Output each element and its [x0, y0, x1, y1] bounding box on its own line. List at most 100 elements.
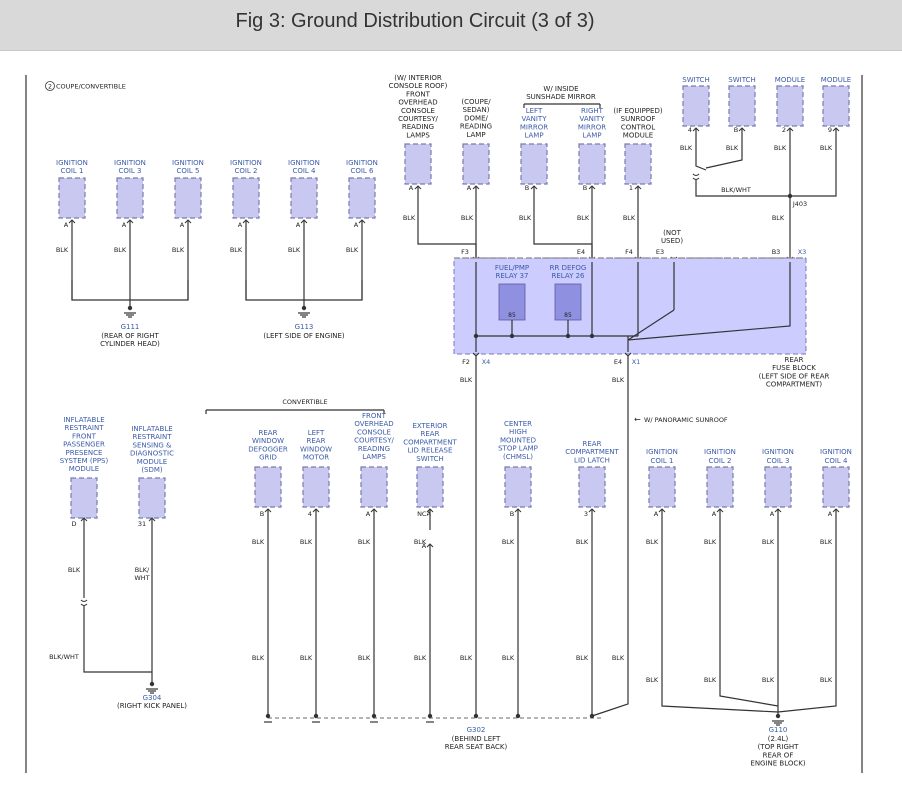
terminal-label: F2 [462, 358, 470, 366]
ground-g110-desc: REAR OF [763, 751, 794, 759]
wire-module-2 [790, 128, 837, 197]
top-component-1 [404, 143, 432, 185]
pin-label: A [828, 510, 833, 518]
bottom-component-label: FRONT [362, 412, 387, 420]
ground-g113-name: G113 [295, 323, 314, 331]
ground-g110-name: G110 [769, 726, 788, 734]
fuse-block-name: FUSE BLOCK [772, 364, 816, 372]
panoramic-label: W/ PANORAMIC SUNROOF [644, 416, 728, 424]
ground-g302-name: G302 [467, 726, 486, 734]
ignition-coil-label: COIL 3 [766, 457, 789, 465]
ground-g111-name: G111 [121, 323, 140, 331]
wire-color-label: BLK [172, 246, 185, 254]
fuse-internal-wire [627, 262, 791, 341]
terminal-label: E4 [614, 358, 622, 366]
not-used-label: USED) [661, 237, 683, 245]
junction-label: J403 [792, 200, 807, 208]
wire-color-label: BLK/ [135, 566, 150, 574]
ground-g304-name: G304 [143, 694, 162, 702]
component-label: VANITY [580, 115, 606, 123]
pin-label: A [770, 510, 775, 518]
component-label: FRONT [406, 90, 431, 98]
legend-marker-number: 2 [48, 84, 52, 91]
g304-ground-dot [149, 681, 155, 687]
bottom-component-label: EXTERIOR [412, 422, 447, 430]
wire-color-label: BLK/WHT [49, 653, 79, 661]
right-top-label: SWITCH [682, 76, 709, 84]
wire-color-label: BLK [820, 538, 833, 546]
wire-color-label: BLK [502, 538, 515, 546]
g113-ground-dot [301, 305, 307, 311]
wire-color-label: BLK [346, 246, 359, 254]
restraint-module-1 [70, 477, 98, 519]
ignition-coil-label: IGNITION [646, 448, 678, 456]
fuse-internal-wire [627, 309, 675, 341]
fuse-block-name: REAR [785, 356, 804, 364]
fuse-block-name: (LEFT SIDE OF REAR [759, 372, 830, 380]
bottom-component-label: OVERHEAD [354, 420, 393, 428]
bottom-component-label: CENTER [504, 420, 532, 428]
not-used-label: (NOT [663, 229, 681, 237]
ground-g110-desc: (2.4L) [768, 735, 789, 743]
pin-label: A [409, 184, 414, 192]
ignition-coil-label: COIL 3 [118, 167, 141, 175]
bottom-ignition-coil-2 [706, 466, 734, 508]
module-label: INFLATABLE [131, 425, 172, 433]
pin-label: 31 [138, 520, 146, 528]
g302-splice [589, 713, 595, 719]
ignition-coil-label: COIL 6 [350, 167, 374, 175]
component-label: LAMP [582, 132, 601, 140]
ignition-coil-label: COIL 2 [234, 167, 257, 175]
wire-coil2-g110 [719, 509, 779, 707]
connector-label: X4 [482, 358, 491, 366]
component-label: CONTROL [621, 123, 655, 131]
ground-g111-desc: CYLINDER HEAD) [100, 340, 160, 348]
wire-coil4-g110 [777, 509, 837, 713]
right-top-inline [692, 173, 700, 176]
wire-color-label: BLK [704, 538, 717, 546]
bottom-ignition-coil-3 [764, 466, 792, 508]
wire-color-label: BLK [403, 214, 416, 222]
ignition-coil-label: IGNITION [114, 159, 146, 167]
wire-color-label: BLK [300, 654, 313, 662]
ignition-coil-3 [174, 177, 202, 219]
component-label: SEDAN) [463, 106, 490, 114]
bottom-component-label: HIGH [509, 428, 527, 436]
bottom-component-label: WINDOW [252, 437, 284, 445]
wire-color-label: BLK [646, 538, 659, 546]
top-component-2 [462, 143, 490, 185]
wire-color-label: BLK [762, 676, 775, 684]
wire-switch-2 [705, 128, 743, 169]
ground-g113-desc: (LEFT SIDE OF ENGINE) [263, 332, 345, 340]
right-top-component-3 [776, 85, 804, 127]
ground-g302-desc: REAR SEAT BACK) [445, 743, 508, 751]
wire-color-label: BLK [114, 246, 127, 254]
component-label: (IF EQUIPPED) [613, 107, 662, 115]
wire-color-label: BLK [414, 538, 427, 546]
top-component-3 [520, 143, 548, 185]
bottom-component-2 [302, 466, 330, 508]
bottom-component-label: REAR [307, 437, 326, 445]
wire-color-label: BLK [358, 654, 371, 662]
component-label: (W/ INTERIOR [394, 74, 442, 82]
ignition-coil-label: IGNITION [288, 159, 320, 167]
bottom-component-label: GRID [259, 454, 277, 462]
wire-color-label: BLK [576, 538, 589, 546]
relay-label: FUEL/PMP [495, 264, 529, 272]
ground-g111-desc: (REAR OF RIGHT [101, 332, 159, 340]
right-top-label: MODULE [821, 76, 851, 84]
ignition-coil-1 [58, 177, 86, 219]
g302-splice [427, 713, 433, 719]
wire-color-label: BLK [252, 538, 265, 546]
wire-pps-to-g304 [83, 606, 152, 673]
g302-splice [371, 713, 377, 719]
component-label: VANITY [522, 115, 548, 123]
relay-label: RELAY 37 [495, 272, 528, 280]
component-label: LAMP [524, 132, 543, 140]
wire-color-label: BLK [680, 144, 693, 152]
ground-g304-desc: (RIGHT KICK PANEL) [117, 702, 187, 710]
component-label: CONSOLE [401, 107, 435, 115]
wire-color-label: BLK [576, 654, 589, 662]
bottom-component-label: MOTOR [303, 454, 329, 462]
